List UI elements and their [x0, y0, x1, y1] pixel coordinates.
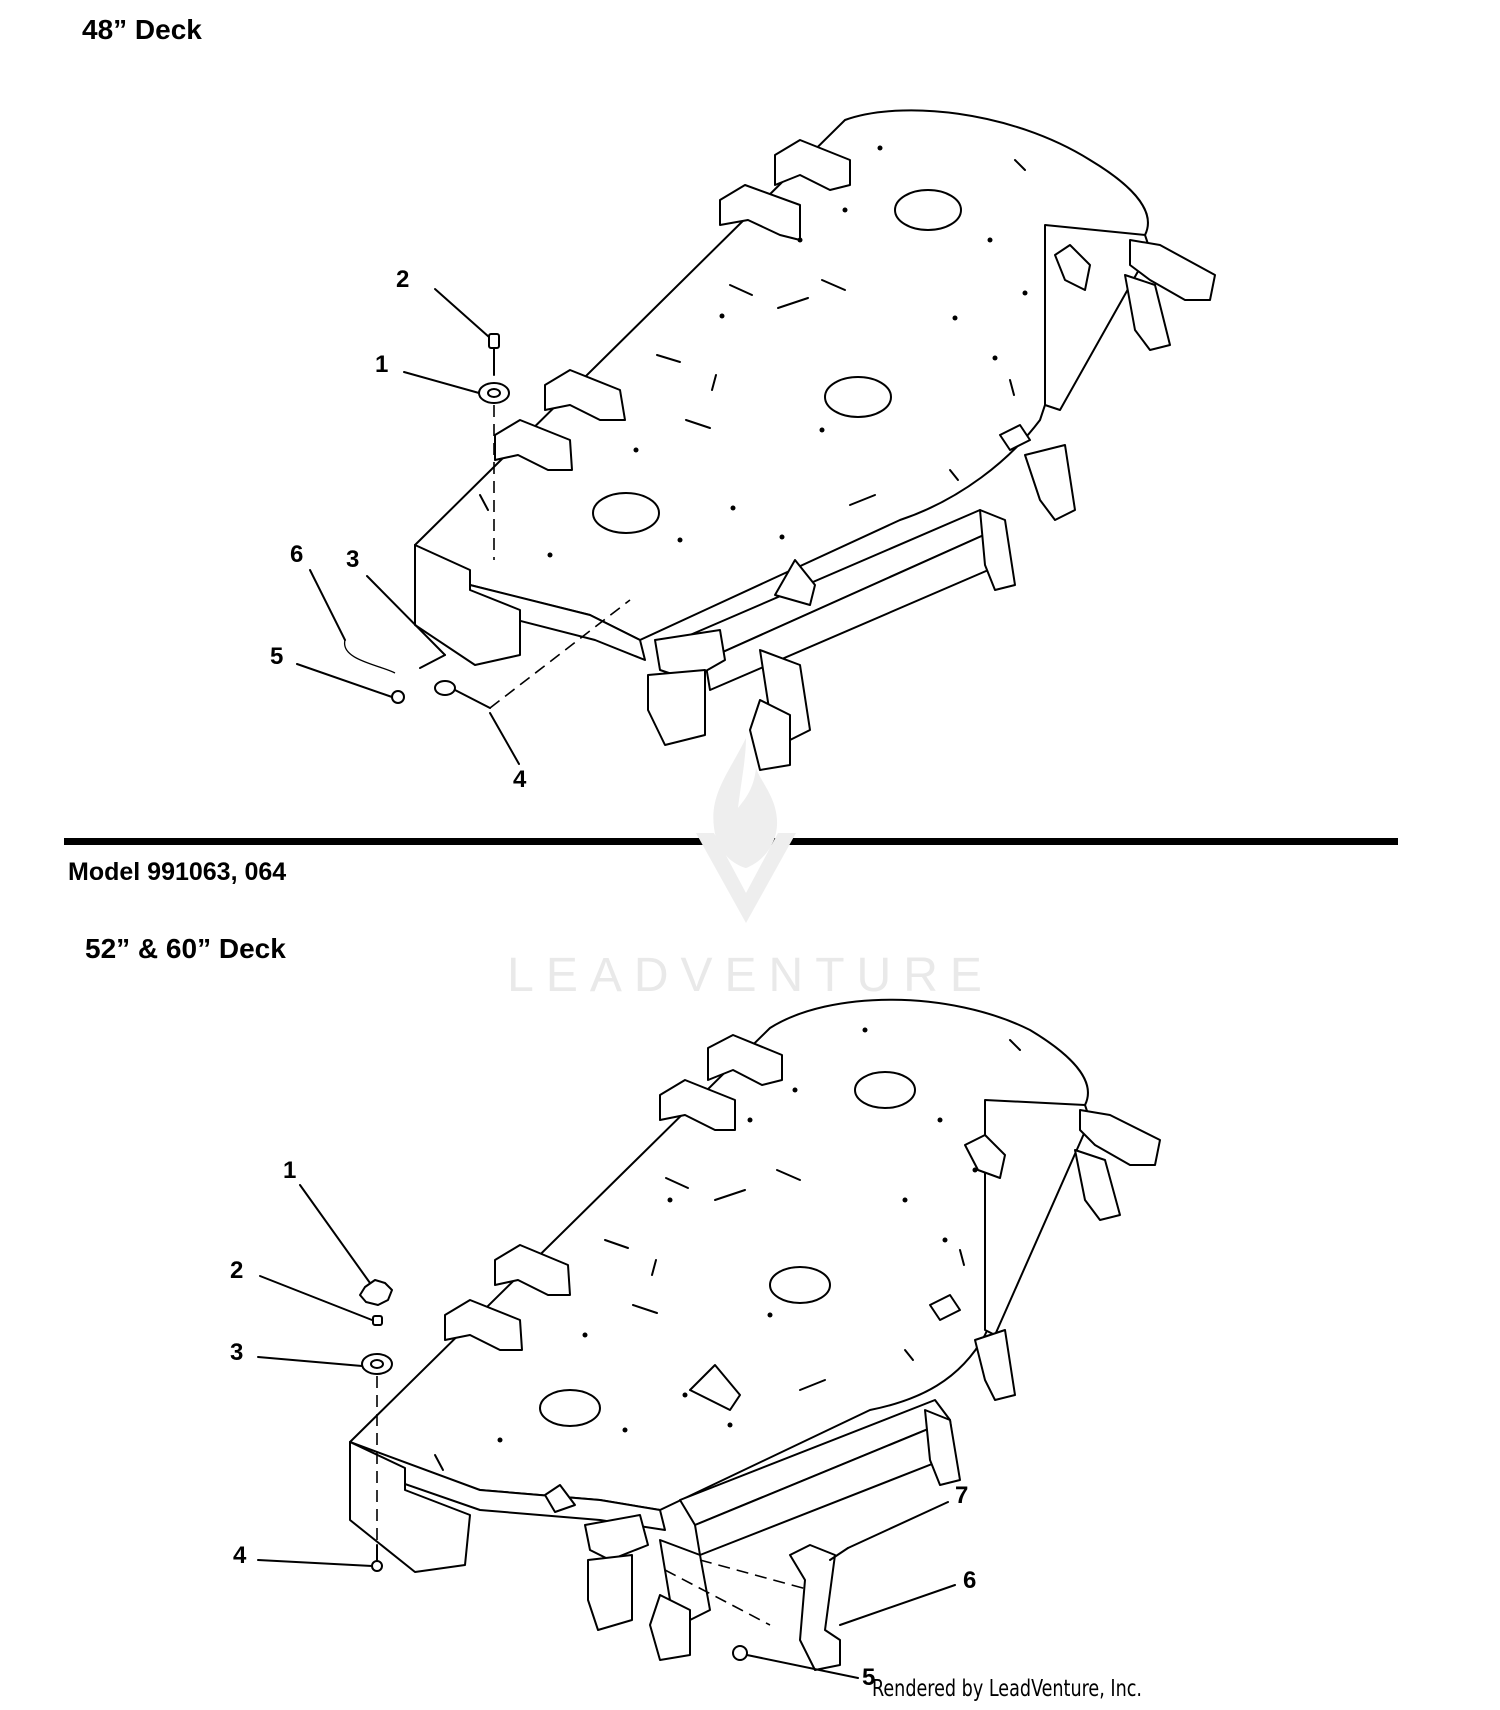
- deck-48-brackets: [494, 139, 1216, 771]
- top-callout-5: 5: [270, 643, 283, 670]
- spindle-hole-rear-b: [854, 1071, 916, 1109]
- top-diagram-title: 48” Deck: [82, 14, 202, 45]
- bottom-part-bolt-4: [371, 1560, 383, 1572]
- bottom-callout-1: 1: [283, 1157, 296, 1184]
- spindle-hole-rear: [894, 189, 962, 231]
- top-callout-2: 2: [396, 266, 409, 293]
- spindle-hole-center: [824, 376, 892, 418]
- deck-52-60-left-chute: [349, 1441, 471, 1573]
- top-callout-6: 6: [290, 541, 303, 568]
- deck-48-parts: [344, 333, 631, 709]
- top-callout-4: 4: [513, 766, 527, 793]
- spindle-hole-front: [592, 492, 660, 534]
- bottom-callout-3: 3: [230, 1339, 243, 1366]
- top-part-cable-6: [344, 639, 396, 674]
- deck-52-60-shell: [349, 998, 1089, 1511]
- top-callout-1: 1: [375, 351, 388, 378]
- deck-48-left-chute: [414, 544, 521, 666]
- deck-52-60-parts: [359, 1279, 849, 1661]
- bottom-part-nut-5: [732, 1645, 748, 1661]
- deck-52-60-callouts: 1 2 3 4 5 6 7: [230, 1157, 976, 1691]
- model-label: Model 991063, 064: [68, 858, 287, 886]
- bottom-callout-7: 7: [955, 1482, 968, 1509]
- render-credit: Rendered by LeadVenture, Inc.: [872, 1676, 1142, 1702]
- top-part-pin-4: [434, 680, 456, 696]
- bottom-diagram-title: 52” & 60” Deck: [85, 933, 286, 964]
- top-callout-3: 3: [346, 546, 359, 573]
- bottom-callout-2: 2: [230, 1257, 243, 1284]
- spindle-hole-front-b: [539, 1389, 601, 1427]
- bottom-part-bolt-7: [829, 1547, 849, 1561]
- bottom-part-knob-1: [359, 1279, 393, 1306]
- spindle-hole-center-b: [769, 1266, 831, 1304]
- bottom-callout-4: 4: [233, 1542, 247, 1569]
- bottom-callout-6: 6: [963, 1567, 976, 1594]
- deck-52-60-holes: [497, 1027, 978, 1443]
- bottom-part-bracket-6: [789, 1544, 841, 1671]
- deck-48-diagram: 2 1 6 3 5 4: [270, 109, 1216, 793]
- deck-48-slots: [479, 159, 1026, 511]
- deck-52-60-slots: [434, 1039, 1021, 1471]
- bottom-callout-5: 5: [862, 1664, 875, 1691]
- deck-48-callouts: 2 1 6 3 5 4: [270, 266, 527, 793]
- bottom-part-washer-2: [372, 1315, 383, 1326]
- deck-48-holes: [547, 145, 1028, 558]
